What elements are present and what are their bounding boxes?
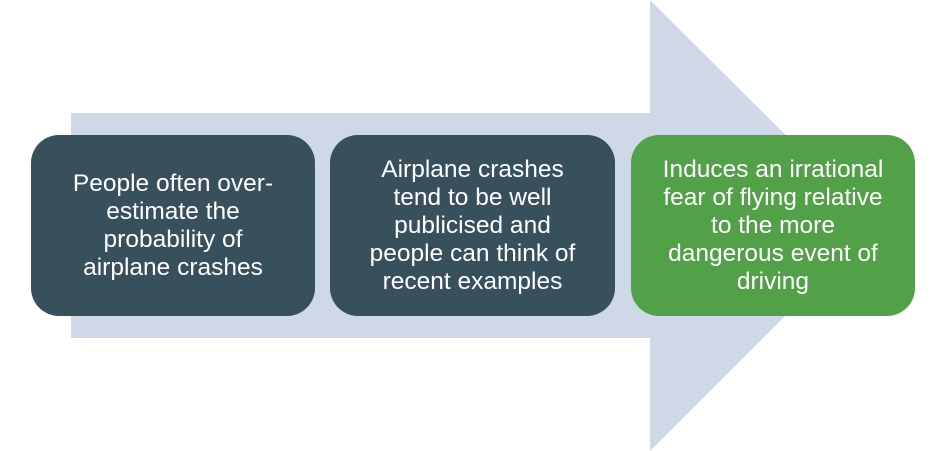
step-3-box: Induces an irrational fear of flying rel… <box>631 135 915 316</box>
step-1-box: People often over- estimate the probabil… <box>31 135 315 316</box>
step-3-text: Induces an irrational fear of flying rel… <box>662 155 884 295</box>
step-2-box: Airplane crashes tend to be well publici… <box>330 135 615 316</box>
step-1-text: People often over- estimate the probabil… <box>72 169 274 281</box>
step-2-text: Airplane crashes tend to be well publici… <box>369 155 576 295</box>
